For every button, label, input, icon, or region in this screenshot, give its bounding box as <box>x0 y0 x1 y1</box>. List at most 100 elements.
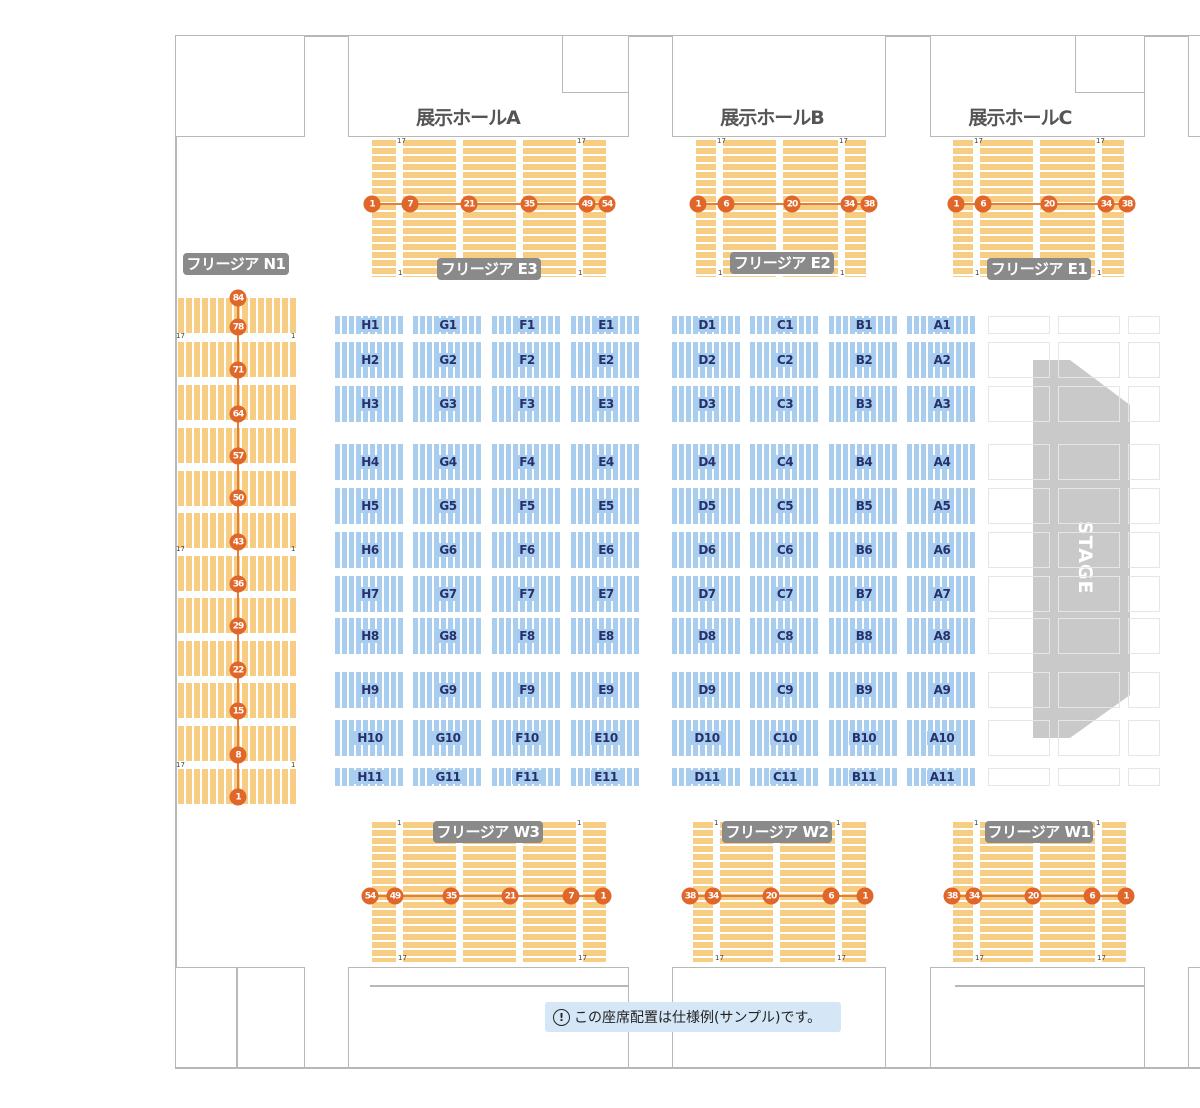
seat-block[interactable]: D8 <box>672 618 742 654</box>
seat-block[interactable]: E9 <box>571 672 641 708</box>
seat-block[interactable]: G2 <box>413 342 483 378</box>
seat-block[interactable]: A3 <box>907 386 977 422</box>
seat-block[interactable]: E5 <box>571 488 641 524</box>
freesia-seat-block[interactable] <box>583 140 606 277</box>
seat-block[interactable]: D4 <box>672 444 742 480</box>
seat-block[interactable]: E4 <box>571 444 641 480</box>
seat-block[interactable]: E3 <box>571 386 641 422</box>
seat-block[interactable]: B7 <box>829 576 899 612</box>
seat-block[interactable]: H2 <box>335 342 405 378</box>
seat-block[interactable]: F10 <box>492 720 562 756</box>
seat-block[interactable]: E11 <box>571 768 641 786</box>
seat-block[interactable]: C8 <box>750 618 820 654</box>
seat-block[interactable]: H8 <box>335 618 405 654</box>
seat-block-label: E10 <box>591 731 621 745</box>
seat-block[interactable]: B9 <box>829 672 899 708</box>
seat-block[interactable]: C11 <box>750 768 820 786</box>
seat-block[interactable]: E6 <box>571 532 641 568</box>
seat-block[interactable]: B3 <box>829 386 899 422</box>
seat-block[interactable]: A7 <box>907 576 977 612</box>
seat-block[interactable]: A4 <box>907 444 977 480</box>
seat-block[interactable]: H5 <box>335 488 405 524</box>
seat-block[interactable]: F1 <box>492 316 562 334</box>
seat-block[interactable]: A9 <box>907 672 977 708</box>
seat-block[interactable]: E7 <box>571 576 641 612</box>
seat-block[interactable]: D3 <box>672 386 742 422</box>
seat-block[interactable]: D10 <box>672 720 742 756</box>
seat-block[interactable]: C5 <box>750 488 820 524</box>
seat-block[interactable]: D2 <box>672 342 742 378</box>
seat-block[interactable]: C4 <box>750 444 820 480</box>
seat-block[interactable]: B8 <box>829 618 899 654</box>
freesia-seat-block[interactable] <box>953 822 973 962</box>
seat-block[interactable]: F2 <box>492 342 562 378</box>
seat-block[interactable]: B10 <box>829 720 899 756</box>
seat-block[interactable]: G9 <box>413 672 483 708</box>
seat-block-label: G8 <box>436 629 460 643</box>
seat-block[interactable]: B4 <box>829 444 899 480</box>
seat-block[interactable]: G7 <box>413 576 483 612</box>
seat-block[interactable]: G5 <box>413 488 483 524</box>
seat-block[interactable]: D1 <box>672 316 742 334</box>
seat-block[interactable]: B6 <box>829 532 899 568</box>
seat-block[interactable]: C9 <box>750 672 820 708</box>
seat-block[interactable]: C10 <box>750 720 820 756</box>
seat-block[interactable]: H3 <box>335 386 405 422</box>
seat-block[interactable]: D6 <box>672 532 742 568</box>
seat-number-marker: 1 <box>947 195 965 213</box>
seat-block[interactable]: G6 <box>413 532 483 568</box>
seat-block[interactable]: F4 <box>492 444 562 480</box>
seat-block[interactable]: H4 <box>335 444 405 480</box>
seat-block[interactable]: F11 <box>492 768 562 786</box>
seat-block[interactable]: G8 <box>413 618 483 654</box>
seat-block[interactable]: D11 <box>672 768 742 786</box>
seat-block[interactable]: H10 <box>335 720 405 756</box>
seat-block[interactable]: F6 <box>492 532 562 568</box>
seat-block[interactable]: H7 <box>335 576 405 612</box>
seat-block[interactable]: C6 <box>750 532 820 568</box>
seat-number-marker: 57 <box>229 447 247 465</box>
seat-block[interactable]: A11 <box>907 768 977 786</box>
seat-block[interactable]: H11 <box>335 768 405 786</box>
seat-block[interactable]: A1 <box>907 316 977 334</box>
seat-block[interactable]: B5 <box>829 488 899 524</box>
seat-block[interactable]: C7 <box>750 576 820 612</box>
freesia-seat-block[interactable] <box>696 140 716 277</box>
freesia-seat-block[interactable] <box>693 822 713 962</box>
seat-block[interactable]: A6 <box>907 532 977 568</box>
seat-block[interactable]: H6 <box>335 532 405 568</box>
seat-block[interactable]: E2 <box>571 342 641 378</box>
seat-block[interactable]: D7 <box>672 576 742 612</box>
seat-block[interactable]: D5 <box>672 488 742 524</box>
seat-block[interactable]: G10 <box>413 720 483 756</box>
seat-block[interactable]: F5 <box>492 488 562 524</box>
seat-block[interactable]: B11 <box>829 768 899 786</box>
seat-block[interactable]: F3 <box>492 386 562 422</box>
seat-block[interactable]: E10 <box>571 720 641 756</box>
seat-block-label: D9 <box>695 683 719 697</box>
seat-block[interactable]: G11 <box>413 768 483 786</box>
seat-block[interactable]: A2 <box>907 342 977 378</box>
seat-block[interactable]: A10 <box>907 720 977 756</box>
seat-block[interactable]: G4 <box>413 444 483 480</box>
seat-block[interactable]: H1 <box>335 316 405 334</box>
seat-block[interactable]: F9 <box>492 672 562 708</box>
seat-block[interactable]: C1 <box>750 316 820 334</box>
seat-block[interactable]: F8 <box>492 618 562 654</box>
seat-block[interactable]: H9 <box>335 672 405 708</box>
seat-block[interactable]: E8 <box>571 618 641 654</box>
seat-block[interactable]: G1 <box>413 316 483 334</box>
seat-block[interactable]: A8 <box>907 618 977 654</box>
seat-block[interactable]: B1 <box>829 316 899 334</box>
seat-block[interactable]: E1 <box>571 316 641 334</box>
seat-block[interactable]: D9 <box>672 672 742 708</box>
seat-block[interactable]: C3 <box>750 386 820 422</box>
freesia-seat-block[interactable] <box>980 822 1033 962</box>
seat-block[interactable]: B2 <box>829 342 899 378</box>
hall-a-label: 展示ホールA <box>416 107 521 129</box>
seat-block[interactable]: G3 <box>413 386 483 422</box>
seat-block[interactable]: F7 <box>492 576 562 612</box>
seat-block[interactable]: A5 <box>907 488 977 524</box>
seat-block-label: A6 <box>930 543 954 557</box>
seat-block[interactable]: C2 <box>750 342 820 378</box>
